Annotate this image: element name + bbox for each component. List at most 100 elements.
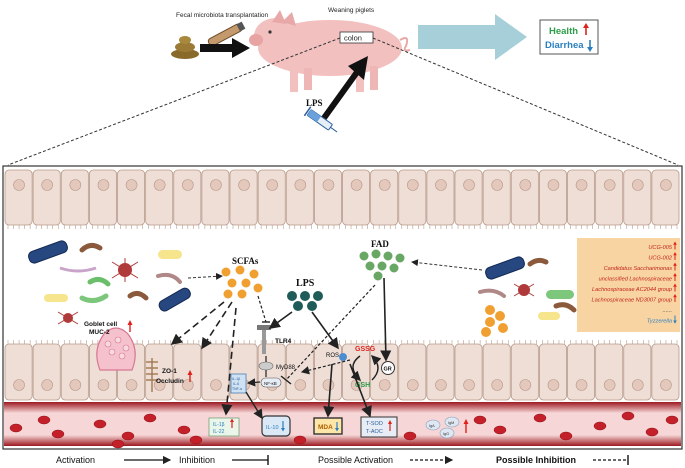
cell-nucleus — [660, 379, 672, 391]
top-lps-label: LPS — [306, 98, 323, 108]
red-blood-cell — [473, 415, 487, 425]
scfas-molecules — [221, 265, 263, 299]
red-blood-cell — [621, 411, 635, 421]
taxon-label: Lachnospiraceae ND3007 group — [591, 298, 672, 304]
lps-molecule — [293, 301, 303, 311]
epithelial-cell — [426, 169, 455, 226]
bacteria-to-scfas-arrow — [187, 272, 223, 280]
taxon-label: Candidatus Saccharimonas — [604, 266, 673, 272]
ig-up-arrow — [463, 419, 469, 433]
lps-molecule — [300, 291, 310, 301]
il-box3-line3: TNF-α — [232, 387, 242, 391]
lps-molecule — [313, 291, 323, 301]
legend: Activation Inhibition Possible Activatio… — [56, 455, 629, 465]
epithelial-cell — [567, 343, 596, 401]
cell-nucleus — [350, 179, 363, 191]
cell-nucleus — [125, 179, 138, 191]
zo1-label: ZO-1 — [162, 368, 177, 375]
cell-nucleus — [97, 179, 110, 191]
nfkb-label: NF-κB — [264, 381, 277, 386]
colon-box — [339, 31, 374, 44]
red-blood-cell — [9, 423, 23, 433]
epithelial-cell — [229, 169, 258, 226]
cell-nucleus — [378, 179, 391, 191]
epithelial-cell — [342, 169, 371, 226]
piglet-illustration — [249, 10, 411, 92]
epithelial-cell — [201, 169, 230, 226]
legend-possible-inhibition: Possible Inhibition — [496, 455, 576, 465]
scfa-molecule — [253, 283, 263, 293]
cell-nucleus — [407, 379, 419, 391]
taxon-up-arrowhead — [673, 252, 677, 256]
cell-nucleus — [210, 379, 222, 391]
epithelial-cell — [4, 169, 33, 226]
syringe-icon — [303, 106, 338, 133]
cell-nucleus — [41, 179, 53, 191]
taxon-up-arrowhead — [673, 273, 677, 277]
cell-nucleus — [41, 379, 53, 391]
lps-molecules — [287, 291, 323, 311]
gssg-label: GSSG — [355, 346, 376, 353]
cell-nucleus — [322, 379, 335, 391]
lps-molecule — [307, 301, 317, 311]
ros-molecule — [339, 353, 347, 361]
tight-junction-icon — [146, 358, 158, 392]
tsod-label: T-SOD — [366, 421, 383, 427]
red-blood-cell — [37, 415, 51, 425]
red-blood-cell — [493, 425, 507, 435]
taoc-label: T-AOC — [366, 429, 383, 435]
epithelial-cell — [32, 343, 61, 401]
taxon-label: UCG-002 — [648, 256, 673, 262]
epithelial-cell — [32, 169, 61, 226]
cell-nucleus — [266, 179, 278, 191]
red-blood-cell — [143, 413, 157, 423]
il-box1-line2: IL-22 — [213, 429, 225, 435]
cell-nucleus — [435, 379, 447, 391]
iga-label: IgA — [429, 424, 435, 428]
bacteria-cluster-right — [478, 256, 577, 337]
taxon-label: Lachnospiraceae AC2044 group — [592, 287, 672, 293]
il-box1-line1: IL-1β — [213, 422, 225, 428]
scfa-molecule — [241, 278, 251, 288]
epithelial-cell — [510, 343, 539, 401]
taxon-label: UCG-005 — [648, 245, 673, 251]
bottom-epithelium — [4, 340, 680, 401]
il-box2-label: IL-10 — [266, 425, 279, 431]
il-box1-up-arrow — [230, 418, 234, 428]
fad-label: FAD — [371, 239, 389, 249]
weaning-label: Weaning piglets — [328, 7, 375, 14]
cell-nucleus — [378, 379, 391, 391]
zoom-line-right — [372, 37, 679, 166]
cell-nucleus — [69, 379, 82, 391]
epithelial-cell — [117, 169, 146, 226]
epithelial-cell — [285, 169, 314, 226]
scfa-molecule — [221, 267, 231, 277]
fad-molecule — [395, 253, 405, 263]
epithelial-cell — [454, 169, 483, 226]
epithelial-cell — [426, 343, 455, 401]
cell-nucleus — [603, 379, 616, 391]
ros-label: ROS — [326, 353, 339, 359]
red-blood-cell — [111, 439, 125, 449]
cell-nucleus — [491, 379, 503, 391]
goblet-cell — [96, 327, 136, 371]
taxon-up-arrowhead — [673, 283, 677, 287]
occludin-label: Occludin — [156, 378, 184, 385]
cell-nucleus — [294, 379, 307, 391]
epithelial-cell — [60, 169, 89, 226]
gsh-label: GSH — [355, 382, 370, 389]
igm-label: IgM — [448, 421, 454, 425]
outcome-arrow — [418, 14, 527, 60]
epithelial-cell — [623, 343, 652, 401]
legend-inhibition: Inhibition — [179, 455, 215, 465]
taxon-up-arrowhead — [673, 294, 677, 298]
cell-nucleus — [519, 379, 532, 391]
il-box3-line1: IL-1β — [232, 377, 240, 381]
taxa-box — [577, 238, 680, 332]
scfa-molecule — [235, 265, 245, 275]
igg-label: IgG — [443, 432, 449, 436]
epithelial-cell — [398, 343, 427, 401]
cell-nucleus — [547, 179, 560, 191]
cell-nucleus — [575, 379, 588, 391]
